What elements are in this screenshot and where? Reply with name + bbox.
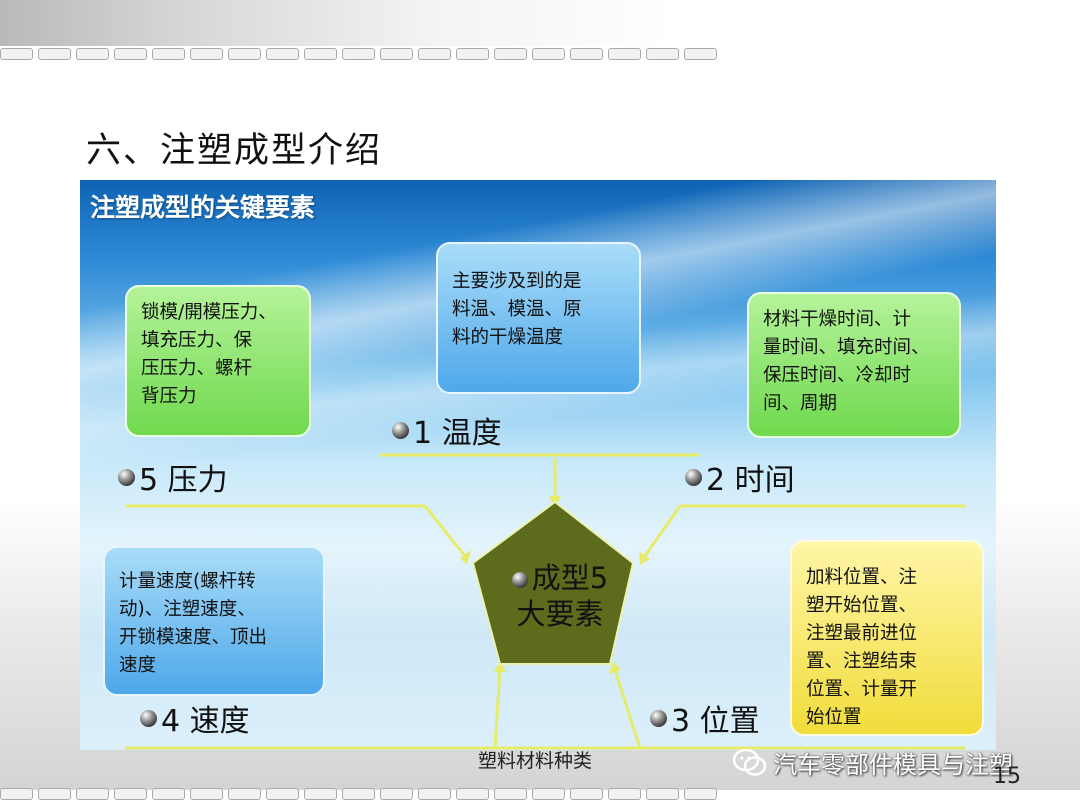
factor-pressure: 5 压力: [118, 455, 228, 499]
border-dash: [684, 48, 717, 60]
border-dash: [114, 48, 147, 60]
box-line: 背压力: [141, 386, 197, 407]
border-dash: [190, 788, 223, 800]
bullet-ball-icon: [118, 468, 135, 486]
border-dash: [304, 48, 337, 60]
temperature-detail-box: 主要涉及到的是 料温、模温、原 料的干燥温度: [436, 242, 641, 394]
border-dash: [114, 788, 147, 800]
box-line: 料的干燥温度: [452, 327, 564, 348]
watermark-text: 汽车零部件模具与注塑: [773, 751, 1013, 779]
top-dash-border: [0, 48, 717, 60]
wechat-watermark: 汽车零部件模具与注塑: [733, 745, 1013, 780]
pentagon-label-line2: 大要素: [516, 597, 604, 631]
center-pentagon: [471, 500, 635, 665]
box-line: 动)、注塑速度、: [119, 599, 256, 620]
position-detail-box: 加料位置、注 塑开始位置、 注塑最前进位 置、注塑结束 位置、计量开 始位置: [790, 540, 984, 736]
border-dash: [228, 48, 261, 60]
border-dash: [684, 788, 717, 800]
box-line: 料温、模温、原: [452, 299, 582, 320]
box-line: 置、注塑结束: [806, 651, 918, 672]
border-dash: [266, 48, 299, 60]
factor-label: 5 压力: [139, 463, 228, 498]
connector-lines: [125, 453, 965, 750]
factor-position: 3 位置: [650, 696, 760, 740]
border-dash: [380, 48, 413, 60]
box-line: 材料干燥时间、计: [763, 309, 912, 330]
border-dash: [570, 48, 603, 60]
factor-speed: 4 速度: [140, 696, 250, 740]
factor-label: 4 速度: [161, 704, 250, 739]
page-number: 15: [993, 764, 1021, 789]
border-dash: [76, 788, 109, 800]
border-dash: [0, 48, 33, 60]
box-line: 锁模/開模压力、: [141, 302, 277, 323]
border-dash: [228, 788, 261, 800]
box-line: 始位置: [806, 707, 862, 728]
border-dash: [152, 48, 185, 60]
border-dash: [0, 788, 33, 800]
border-dash: [456, 788, 489, 800]
border-dash: [646, 788, 679, 800]
border-dash: [38, 788, 71, 800]
border-dash: [266, 788, 299, 800]
border-dash: [532, 788, 565, 800]
border-dash: [570, 788, 603, 800]
box-line: 保压时间、冷却时: [763, 365, 912, 386]
border-dash: [418, 48, 451, 60]
box-line: 量时间、填充时间、: [763, 337, 930, 358]
speed-detail-box: 计量速度(螺杆转 动)、注塑速度、 开锁模速度、顶出 速度: [103, 546, 325, 696]
border-dash: [646, 48, 679, 60]
factor-label: 2 时间: [706, 463, 795, 498]
footer-text: 塑料材料种类: [478, 750, 593, 772]
factor-time: 2 时间: [685, 455, 795, 499]
box-line: 压压力、螺杆: [141, 358, 253, 379]
box-line: 速度: [119, 655, 157, 676]
bottom-dash-border: [0, 788, 717, 800]
border-dash: [608, 48, 641, 60]
bullet-ball-icon: [650, 709, 667, 727]
border-dash: [152, 788, 185, 800]
bullet-ball-icon: [392, 421, 409, 439]
slide-title: 六、注塑成型介绍: [86, 131, 383, 171]
box-line: 填充压力、保: [141, 330, 253, 351]
border-dash: [494, 788, 527, 800]
box-line: 开锁模速度、顶出: [119, 627, 268, 648]
wechat-icon: [733, 748, 767, 776]
border-dash: [380, 788, 413, 800]
border-dash: [190, 48, 223, 60]
box-line: 位置、计量开: [806, 679, 918, 700]
border-dash: [456, 48, 489, 60]
box-line: 塑开始位置、: [806, 595, 918, 616]
border-dash: [38, 48, 71, 60]
pentagon-label-line1: 成型5: [531, 561, 609, 595]
border-dash: [342, 788, 375, 800]
factor-temperature: 1 温度: [392, 408, 502, 452]
border-dash: [608, 788, 641, 800]
border-dash: [304, 788, 337, 800]
border-dash: [342, 48, 375, 60]
pressure-detail-box: 锁模/開模压力、 填充压力、保 压压力、螺杆 背压力: [125, 285, 311, 437]
border-dash: [494, 48, 527, 60]
diagram-panel: 注塑成型的关键要素 锁模/開模压力、 填充压力、保 压压力、螺杆: [80, 180, 996, 750]
box-line: 加料位置、注: [806, 567, 918, 588]
border-dash: [418, 788, 451, 800]
bullet-ball-icon: [511, 572, 528, 588]
box-line: 间、周期: [763, 393, 838, 414]
factor-label: 1 温度: [413, 416, 502, 451]
pentagon-label: 成型5 大要素: [490, 560, 630, 632]
box-line: 注塑最前进位: [806, 623, 918, 644]
box-line: 计量速度(螺杆转: [119, 571, 256, 592]
bullet-ball-icon: [140, 709, 157, 727]
time-detail-box: 材料干燥时间、计 量时间、填充时间、 保压时间、冷却时 间、周期: [747, 292, 961, 438]
border-dash: [76, 48, 109, 60]
top-gradient-bar: [0, 0, 1080, 46]
diagram-heading: 注塑成型的关键要素: [90, 193, 316, 222]
factor-label: 3 位置: [671, 704, 760, 739]
box-line: 主要涉及到的是: [452, 271, 582, 292]
bullet-ball-icon: [685, 468, 702, 486]
border-dash: [532, 48, 565, 60]
